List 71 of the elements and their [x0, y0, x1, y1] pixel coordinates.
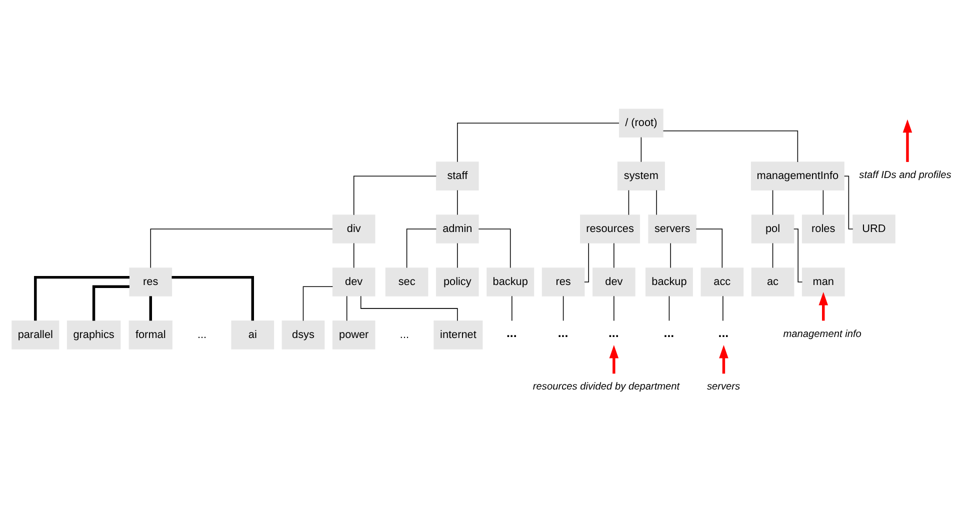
connector — [772, 190, 774, 216]
connector — [668, 296, 670, 322]
node-text: resources divided by department — [532, 382, 680, 393]
connector — [149, 296, 152, 321]
label: ... — [197, 328, 207, 341]
node-box: formal — [128, 320, 172, 350]
connector — [772, 242, 774, 268]
arrow — [609, 344, 619, 374]
node-box: dev — [332, 268, 376, 296]
node-box: internet — [434, 320, 483, 350]
connector — [722, 296, 724, 322]
connector — [628, 190, 630, 216]
connector — [150, 228, 333, 268]
connector — [457, 122, 620, 162]
node-box: dsys — [282, 320, 325, 350]
node-box: graphics — [66, 320, 121, 350]
connector — [656, 190, 657, 216]
node-box: backup — [645, 268, 693, 296]
node-box: servers — [648, 214, 696, 244]
connector — [457, 242, 458, 268]
node-box: / (root) — [618, 108, 664, 138]
arrow — [719, 344, 728, 374]
node-box: resources — [580, 214, 640, 244]
node-text: staff IDs and profiles — [859, 170, 952, 181]
connector — [478, 228, 511, 268]
connector — [302, 286, 334, 322]
node-box: acc — [700, 268, 744, 296]
node-box: pol — [751, 214, 794, 244]
node-box: man — [802, 268, 845, 296]
connector — [822, 190, 824, 216]
connector — [92, 285, 130, 321]
node-box: policy — [436, 268, 479, 296]
node-box: sec — [385, 268, 428, 296]
node-text: ... — [608, 326, 619, 340]
node-text: ... — [718, 326, 729, 340]
node-box: parallel — [12, 320, 60, 350]
node-box: system — [617, 162, 665, 190]
node-text: ... — [506, 326, 517, 340]
connector — [670, 242, 671, 268]
node-box: staff — [436, 162, 479, 190]
node-box: ai — [231, 320, 274, 350]
label: ... — [400, 328, 410, 341]
node-text: ... — [558, 326, 568, 340]
connector — [584, 242, 589, 282]
connector — [457, 190, 458, 216]
node-box: ac — [751, 268, 794, 296]
node-text: management info — [783, 328, 862, 340]
node-box: managementInfo — [750, 162, 844, 190]
connector — [353, 242, 354, 268]
connector — [640, 136, 642, 162]
connector — [34, 276, 130, 321]
node-box: dev — [592, 268, 636, 296]
node-box: backup — [486, 268, 534, 296]
node-text: ... — [664, 326, 674, 340]
connector — [562, 296, 564, 322]
connector — [406, 228, 437, 268]
connector — [696, 228, 723, 268]
node-box: power — [332, 320, 376, 350]
connector — [353, 176, 437, 216]
connector — [172, 276, 254, 321]
connector — [662, 130, 798, 162]
node-box: res — [129, 268, 172, 296]
node-box: res — [542, 268, 585, 296]
arrow — [902, 119, 912, 162]
connector — [346, 296, 348, 322]
node-text: servers — [706, 382, 740, 393]
node-box: roles — [802, 214, 845, 244]
node-box: div — [332, 214, 376, 244]
node-box: admin — [436, 214, 479, 244]
node-box: URD — [852, 214, 896, 244]
arrow — [818, 292, 828, 321]
